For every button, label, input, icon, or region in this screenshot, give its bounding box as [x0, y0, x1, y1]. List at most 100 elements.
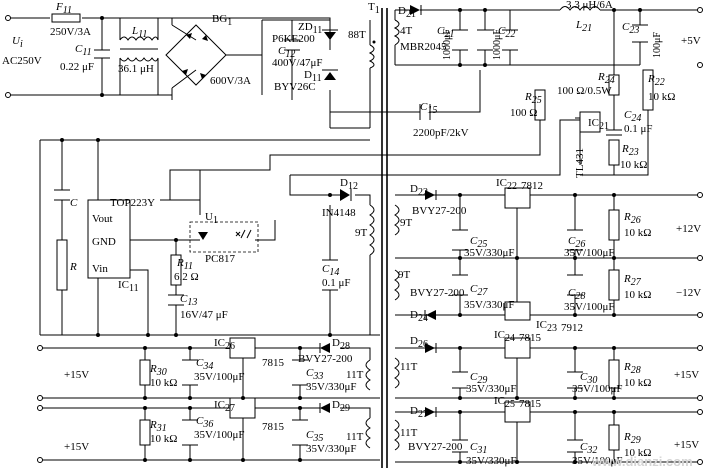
diode-d21 — [410, 5, 422, 15]
label-9t-b: 9T — [398, 269, 411, 281]
label-l21-value: 3.3 μH/6A — [566, 0, 613, 11]
diode-d22 — [425, 190, 437, 200]
label-d21: D21 — [398, 5, 416, 20]
capacitor-c — [54, 189, 70, 201]
label-c12: C12 — [278, 45, 295, 60]
diode-d27 — [425, 407, 437, 417]
label-c30-value: 35V/100μF — [572, 383, 623, 395]
resistor-r23 — [608, 139, 620, 166]
ic-top223y — [87, 199, 131, 279]
label-ic27-value: 7815 — [262, 421, 285, 433]
label-r11: R11 — [176, 257, 193, 272]
label-c35-value: 35V/330μF — [306, 443, 357, 455]
label-l21: L21 — [575, 19, 592, 34]
diode-d29 — [319, 403, 330, 413]
label-c23-value: 100μF — [652, 32, 663, 58]
capacitor-c29 — [452, 371, 468, 389]
label-9t-aux: 9T — [355, 227, 368, 239]
capacitor-c12 — [284, 39, 300, 51]
label-ac250v: AC250V — [2, 55, 42, 67]
label-r23-value: 10 kΩ — [620, 159, 647, 171]
label-u1: U1 — [205, 211, 218, 226]
capacitor-c35 — [292, 419, 308, 446]
label-c32-value: 35V/100μF — [572, 455, 623, 467]
label-c24: C24 — [624, 109, 641, 124]
label-c13: C13 — [180, 293, 197, 308]
label-plus12v: +12V — [676, 223, 701, 235]
label-d28: D28 — [332, 337, 350, 352]
label-c28-value: 35V/100μF — [564, 301, 615, 313]
label-r23: R23 — [621, 143, 639, 158]
label-c15-value: 2200pF/2kV — [413, 127, 469, 139]
label-plus15v-b: +15V — [674, 369, 699, 381]
label-r25: R25 — [524, 91, 542, 106]
label-11t-c: 11T — [346, 431, 364, 443]
label-r27-value: 10 kΩ — [624, 289, 651, 301]
label-c33-value: 35V/330μF — [306, 381, 357, 393]
label-f11: F11 — [55, 1, 72, 16]
label-r22: R22 — [647, 73, 665, 88]
label-c22-value: 1000μF — [492, 29, 503, 60]
label-c35: C35 — [306, 429, 323, 444]
label-r24: R24 — [597, 71, 615, 86]
label-top223y: TOP223Y — [110, 197, 155, 209]
capacitor-c30 — [567, 371, 583, 389]
label-11t-b: 11T — [400, 361, 418, 373]
label-r30: R30 — [149, 363, 167, 378]
resistor-r29 — [608, 424, 620, 451]
label-88t: 88T — [348, 29, 366, 41]
diode-d11 — [322, 69, 338, 80]
label-r29-value: 10 kΩ — [624, 447, 651, 459]
label-r28: R28 — [623, 361, 641, 376]
label-c11-value: 0.22 μF — [60, 61, 94, 73]
zener-zd11 — [322, 29, 338, 40]
label-plus5v: +5V — [681, 35, 701, 47]
label-plus15v-a: +15V — [64, 369, 89, 381]
label-d22: D22 — [410, 183, 428, 198]
label-c26: C26 — [568, 235, 585, 250]
resistor-r — [56, 239, 68, 291]
capacitor-c22 — [477, 29, 493, 51]
optocoupler-u1 — [189, 221, 259, 253]
label-l11: L11 — [131, 25, 147, 40]
wires — [8, 9, 700, 463]
label-c25: C25 — [470, 235, 487, 250]
label-r26-value: 10 kΩ — [624, 227, 651, 239]
resistor-r28 — [608, 359, 620, 389]
label-11t-d: 11T — [400, 427, 418, 439]
capacitor-c13 — [168, 294, 184, 306]
label-c27-value: 35V/330μF — [464, 299, 515, 311]
resistor-r22 — [642, 69, 654, 111]
label-r25-value: 100 Ω — [510, 107, 537, 119]
label-c31-value: 35V/330μF — [466, 455, 517, 467]
transformer-5v-winding — [393, 19, 400, 46]
label-l11-value: 36.1 μH — [118, 63, 154, 75]
label-r31: R31 — [149, 419, 167, 434]
label-r31-value: 10 kΩ — [150, 433, 177, 445]
label-r30-value: 10 kΩ — [150, 377, 177, 389]
label-c: C — [70, 197, 78, 209]
label-r28-value: 10 kΩ — [624, 377, 651, 389]
label-r11-value: 6.2 Ω — [174, 271, 199, 283]
capacitor-c11 — [94, 49, 110, 59]
label-c12-value: 400V/47μF — [272, 57, 323, 69]
label-ic26-value: 7815 — [262, 357, 285, 369]
label-r: R — [69, 261, 77, 273]
resistor-r30 — [139, 359, 151, 386]
regulator-ic23 — [504, 301, 531, 321]
label-plus15v-d: +15V — [674, 439, 699, 451]
label-c29-value: 35V/330μF — [466, 383, 517, 395]
label-d29: D29 — [332, 399, 350, 414]
label-c36: C36 — [196, 415, 213, 430]
label-c28: C28 — [568, 287, 585, 302]
label-c30: C30 — [580, 371, 597, 386]
watermark: www.dianzi.com — [591, 454, 693, 469]
regulator-ic24 — [504, 337, 531, 359]
label-11t-a: 11T — [346, 369, 364, 381]
transformer-15v-winding-b — [394, 357, 400, 389]
